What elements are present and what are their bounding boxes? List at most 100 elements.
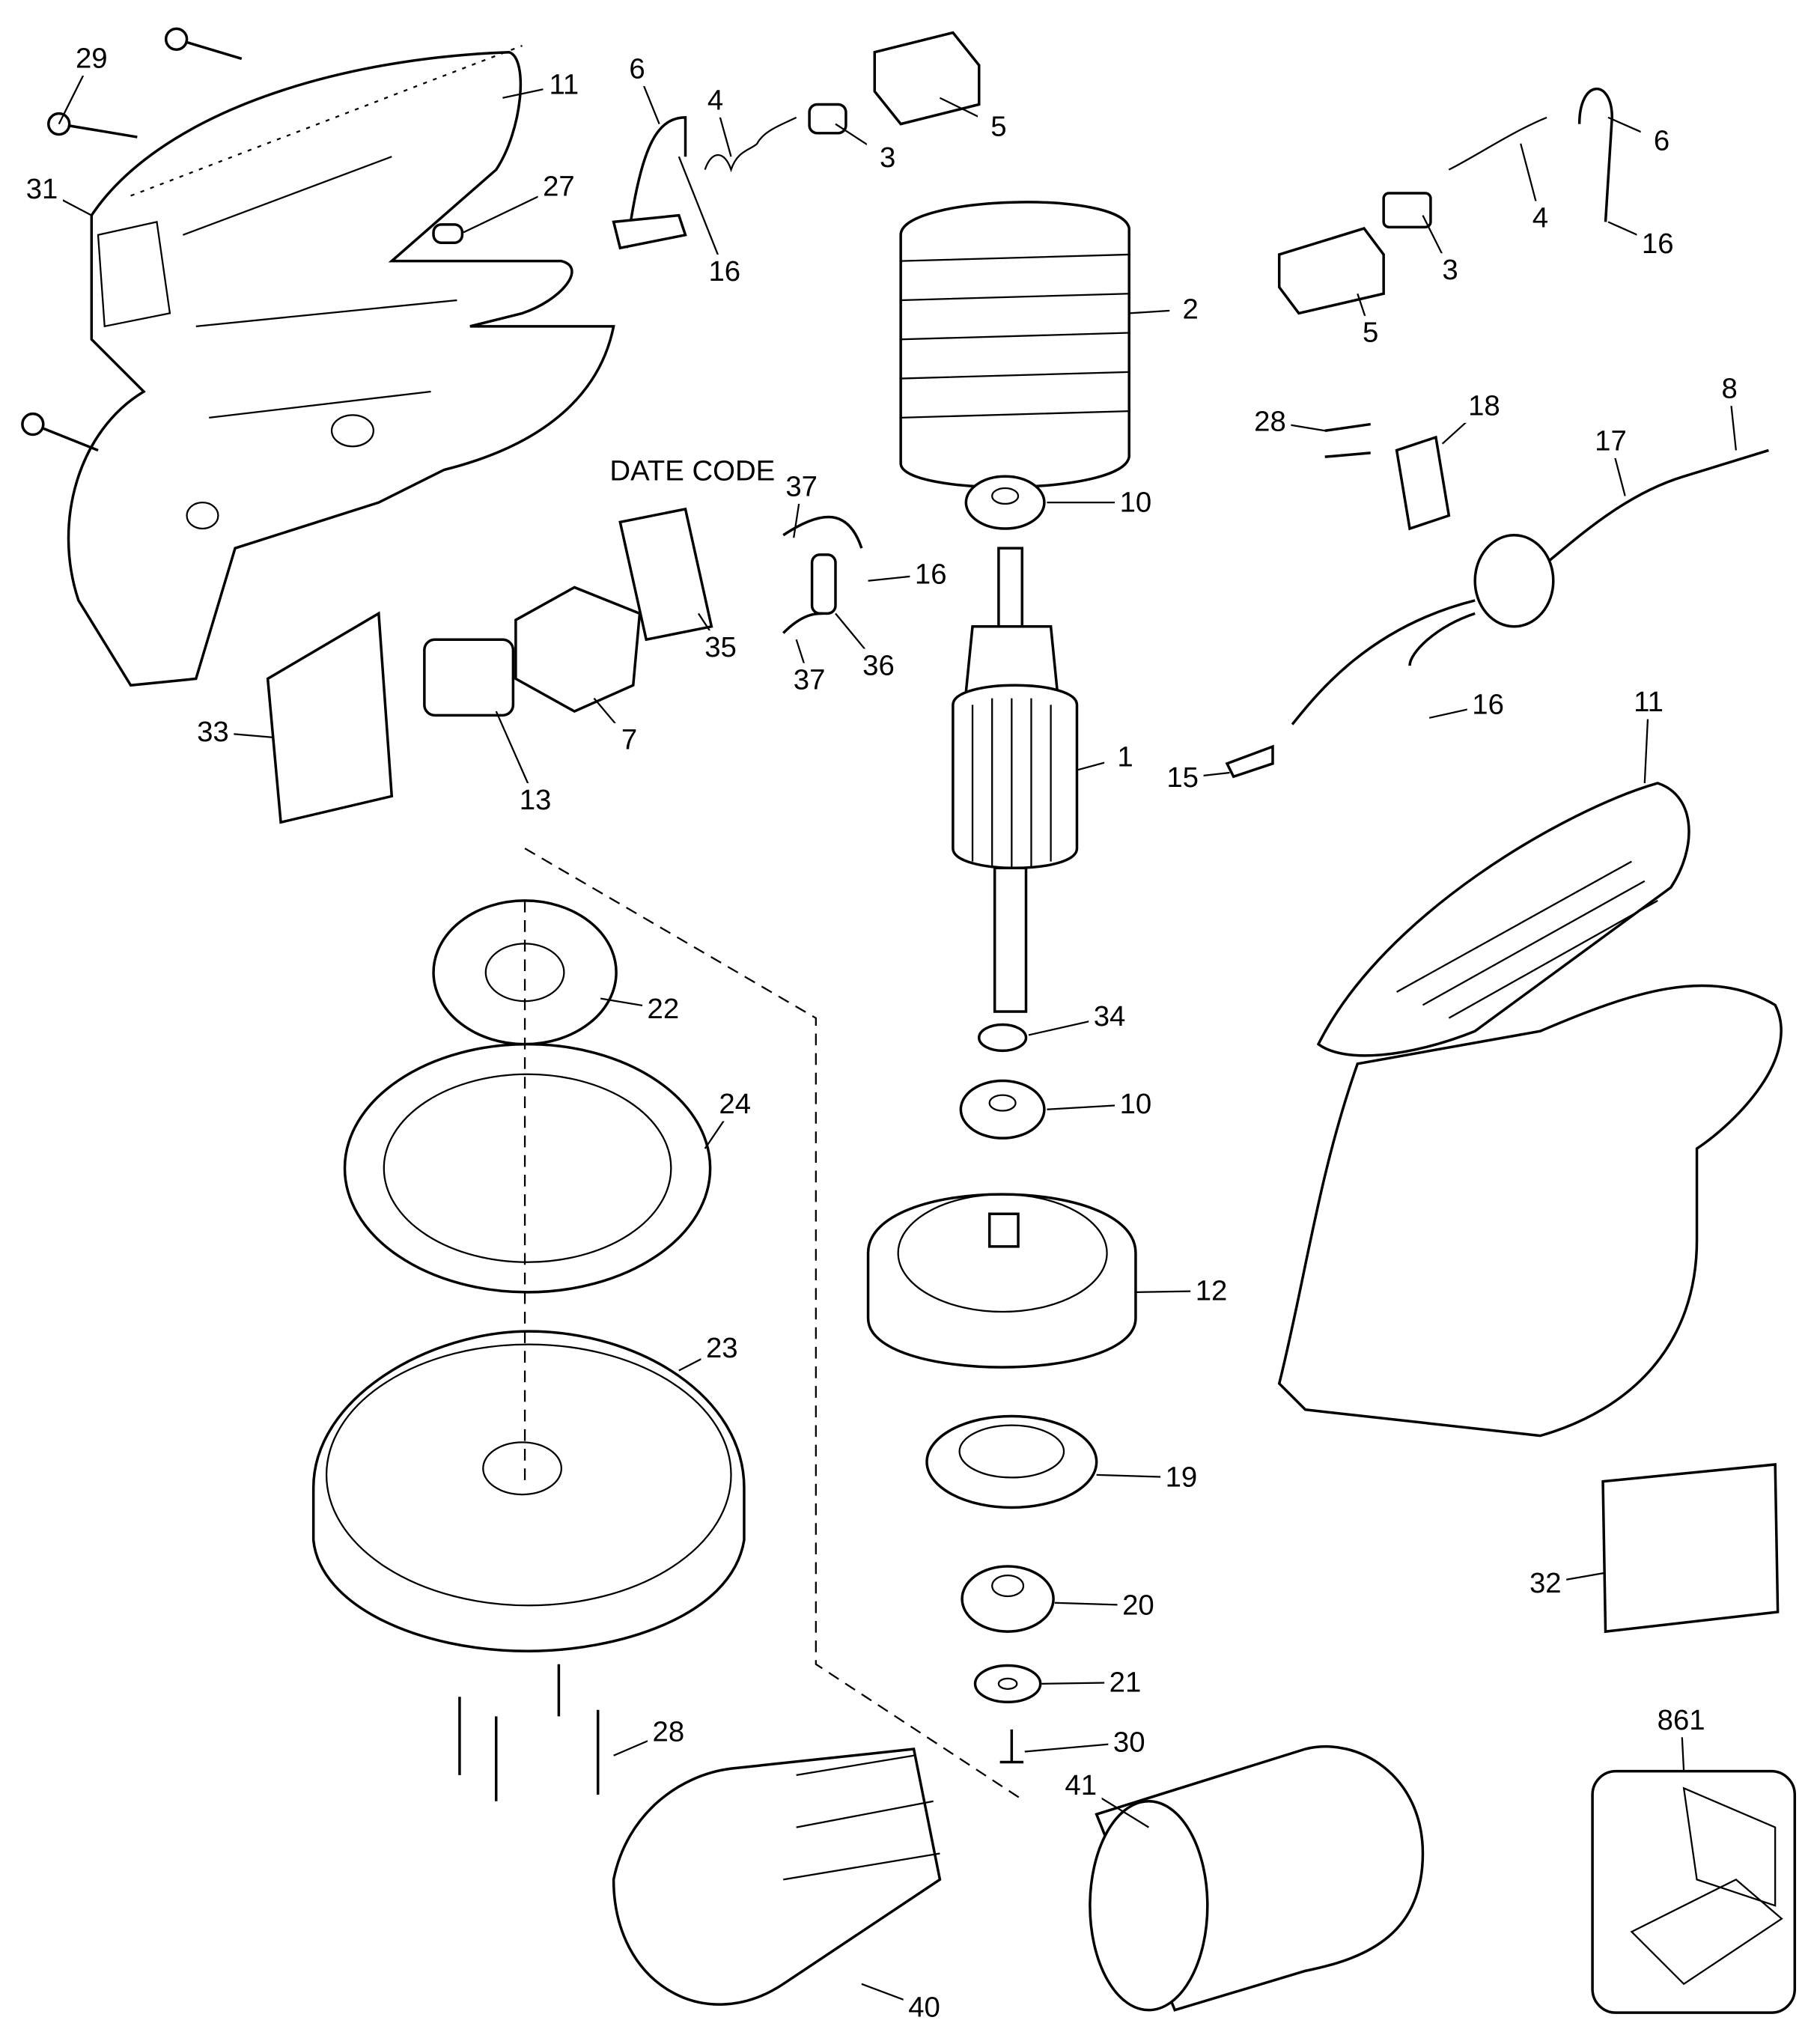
callout-background <box>21 172 63 207</box>
callout-24: 24 <box>719 1088 751 1120</box>
callout-background <box>1161 761 1204 795</box>
nut-part-19 <box>925 1414 1098 1509</box>
callout-5: 5 <box>990 110 1006 142</box>
date-code-label: DATE CODE <box>609 455 775 487</box>
callout-background <box>701 1331 743 1366</box>
callout-background <box>1589 424 1632 458</box>
callout-18: 18 <box>1468 389 1500 422</box>
callout-background <box>903 1990 946 2025</box>
callout-3: 3 <box>880 142 895 174</box>
callout-21: 21 <box>1110 1666 1142 1698</box>
callout-background <box>1117 1588 1160 1622</box>
callout-11: 11 <box>549 69 579 101</box>
callout-31: 31 <box>26 173 58 205</box>
callout-background <box>1249 404 1291 439</box>
switch-part-7 <box>514 585 642 714</box>
callout-background <box>1637 227 1679 261</box>
callout-background <box>1059 1768 1102 1803</box>
callout-30: 30 <box>1113 1727 1145 1759</box>
callout-background <box>1349 315 1392 350</box>
housing-half-part <box>67 44 615 687</box>
callout-background <box>538 169 580 204</box>
callout-6: 6 <box>629 53 645 85</box>
dust-canister-part-40 <box>612 1748 942 2006</box>
callout-background <box>1104 1665 1146 1700</box>
callout-background <box>1708 371 1751 407</box>
callout-17: 17 <box>1595 425 1627 457</box>
callout-background <box>910 557 952 591</box>
callout-background <box>1115 1087 1157 1122</box>
callout-background <box>616 52 658 87</box>
cord-part-17 <box>1291 448 1769 726</box>
gasket-part-35 <box>618 507 713 642</box>
screw-parts-28-pad <box>458 1664 600 1801</box>
callout-background <box>514 782 556 818</box>
callout-8: 8 <box>1721 373 1737 405</box>
callout-13: 13 <box>520 784 552 816</box>
callout-16: 16 <box>708 255 740 288</box>
label-part-33 <box>266 611 394 824</box>
callout-12: 12 <box>1196 1274 1228 1307</box>
callout-background <box>1190 1274 1232 1308</box>
callout-background <box>1104 740 1146 774</box>
sanding-pad-part-23 <box>311 1330 746 1653</box>
callout-27: 27 <box>543 170 575 202</box>
callout-background <box>1628 685 1669 720</box>
callout-background <box>1108 1725 1151 1759</box>
callout-35: 35 <box>704 631 737 663</box>
dust-adapter-part-41 <box>1089 1745 1425 2012</box>
screw-parts-29 <box>21 27 243 452</box>
callout-background <box>694 83 737 118</box>
callout-background <box>1463 389 1506 423</box>
callout-28: 28 <box>653 1716 685 1748</box>
strain-relief-clamp-18 <box>1395 435 1451 531</box>
callout-background <box>1524 1566 1567 1601</box>
callout-32: 32 <box>1530 1567 1562 1599</box>
brush-assembly-left <box>612 31 981 250</box>
callout-background <box>642 991 684 1026</box>
retaining-ring-part-34 <box>977 1023 1028 1053</box>
callout-background <box>647 1715 690 1750</box>
screw-part-30 <box>999 1729 1024 1764</box>
callout-background <box>1160 1460 1202 1495</box>
callout-40: 40 <box>908 1991 940 2023</box>
callout-34: 34 <box>1094 1000 1126 1032</box>
callout-11: 11 <box>1634 686 1664 718</box>
callout-16: 16 <box>1642 228 1674 260</box>
capacitor-part-36 <box>782 515 863 634</box>
callout-background <box>192 715 234 749</box>
callout-background <box>608 723 651 758</box>
callout-16: 16 <box>1472 689 1504 721</box>
callout-861: 861 <box>1658 1704 1705 1736</box>
callout-background <box>1519 201 1562 235</box>
callout-15: 15 <box>1166 761 1199 794</box>
callout-background <box>703 254 746 289</box>
bearing-part-10-bottom <box>959 1079 1046 1140</box>
leader-line <box>678 156 725 273</box>
callout-10: 10 <box>1120 1088 1152 1120</box>
callout-22: 22 <box>648 993 680 1025</box>
armature-part-1 <box>952 547 1079 1013</box>
callout-23: 23 <box>706 1332 738 1364</box>
callout-37: 37 <box>785 470 818 502</box>
assembly-guide-line <box>523 848 1026 1802</box>
callout-background <box>699 630 742 665</box>
screw-parts-28-top <box>1324 422 1371 458</box>
callout-background <box>1467 687 1509 723</box>
callout-10: 10 <box>1120 486 1152 518</box>
callout-6: 6 <box>1654 124 1669 156</box>
callout-background <box>780 469 823 504</box>
field-part-2 <box>899 201 1130 489</box>
washer-part-21 <box>973 1664 1042 1703</box>
callout-33: 33 <box>197 716 229 748</box>
callout-16: 16 <box>915 558 947 590</box>
assembled-sander-view <box>1277 782 1783 1438</box>
callout-41: 41 <box>1065 1769 1097 1801</box>
callout-2: 2 <box>1182 293 1198 325</box>
terminal-part-15 <box>1225 744 1274 779</box>
pin-part-27 <box>432 223 464 244</box>
callout-1: 1 <box>1117 740 1133 773</box>
callout-background <box>1640 124 1683 158</box>
